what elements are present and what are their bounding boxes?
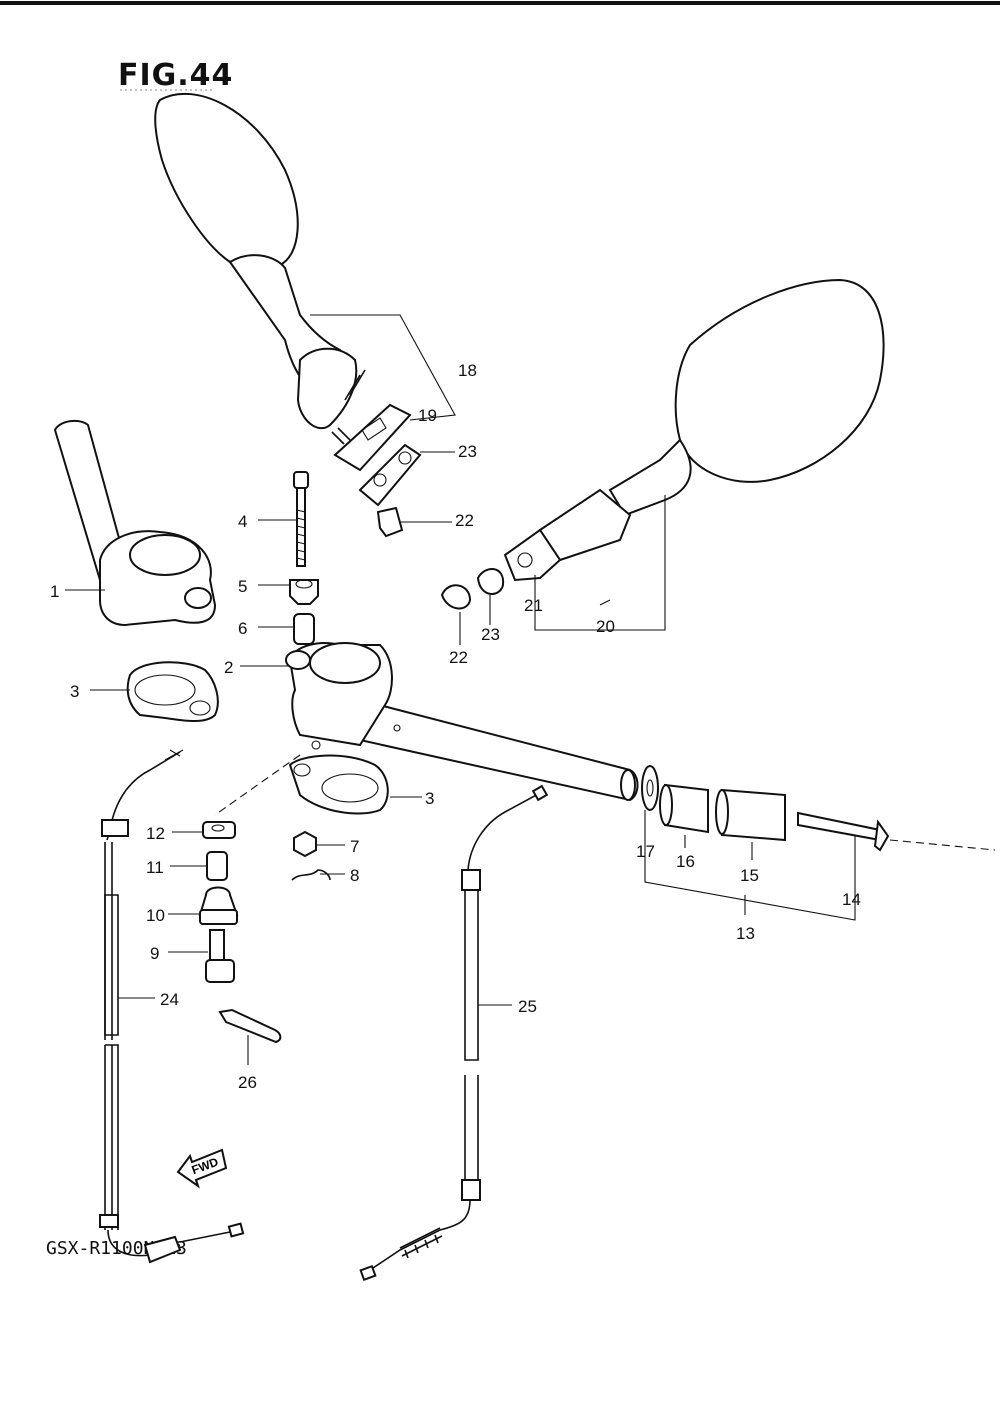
clip-8 — [291, 869, 331, 881]
callout-5: 5 — [238, 577, 247, 596]
callout-8: 8 — [350, 866, 359, 885]
fwd-arrow-icon: FWD — [176, 1148, 228, 1189]
washer-23-right — [476, 568, 505, 595]
spacer-3-upper — [126, 661, 219, 722]
callout-15: 15 — [740, 866, 759, 885]
callout-1: 1 — [50, 582, 59, 601]
callout-9: 9 — [150, 944, 159, 963]
callout-3-upper: 3 — [70, 682, 79, 701]
sleeve-6 — [293, 613, 315, 645]
throttle-cable-25 — [359, 784, 549, 1282]
throttle-cable-24 — [99, 749, 245, 1264]
callout-23-lower: 23 — [481, 625, 500, 644]
spacer-3-lower — [288, 754, 389, 815]
callout-2: 2 — [224, 658, 233, 677]
callout-17: 17 — [636, 842, 655, 861]
callout-7: 7 — [350, 837, 359, 856]
callout-14: 14 — [842, 890, 861, 909]
nut-22-upper — [376, 506, 404, 538]
screw-14 — [797, 811, 881, 842]
washer-17 — [641, 765, 659, 811]
mirror-bracket-19 — [333, 403, 412, 472]
callout-6: 6 — [238, 619, 247, 638]
callout-19: 19 — [418, 406, 437, 425]
collar-11 — [206, 851, 228, 881]
bolt-4 — [293, 471, 309, 567]
plate-23-upper — [358, 443, 422, 507]
handlebar-2 — [285, 642, 639, 802]
callout-24: 24 — [160, 990, 179, 1009]
figure-title: FIG.44 — [118, 58, 234, 93]
right-mirror — [503, 278, 885, 582]
callout-22-lower: 22 — [449, 648, 468, 667]
callout-21: 21 — [524, 596, 543, 615]
callout-16: 16 — [676, 852, 695, 871]
bolt-9 — [205, 959, 235, 983]
callout-23-upper: 23 — [458, 442, 477, 461]
weight-15 — [721, 788, 786, 842]
callout-4: 4 — [238, 512, 247, 531]
clamp-26 — [218, 1008, 282, 1044]
callout-13: 13 — [736, 924, 755, 943]
washer-12 — [202, 821, 236, 839]
callout-11: 11 — [146, 858, 164, 877]
callout-26: 26 — [238, 1073, 257, 1092]
callout-18: 18 — [458, 361, 477, 380]
left-mirror — [154, 92, 366, 445]
callout-25: 25 — [518, 997, 537, 1016]
callout-20: 20 — [596, 617, 615, 636]
leader-lines — [65, 314, 856, 1065]
callout-22-upper: 22 — [455, 511, 474, 530]
callout-12: 12 — [146, 824, 165, 843]
callout-10: 10 — [146, 906, 165, 925]
callout-labels: 1 2 3 3 4 5 6 7 8 9 10 11 12 13 14 15 16… — [50, 361, 861, 1092]
handlebar-grip-1 — [53, 419, 217, 627]
cap-22-right — [440, 584, 472, 610]
nut-7 — [293, 830, 317, 858]
callout-3-lower: 3 — [425, 789, 434, 808]
bushing-5 — [289, 579, 319, 605]
